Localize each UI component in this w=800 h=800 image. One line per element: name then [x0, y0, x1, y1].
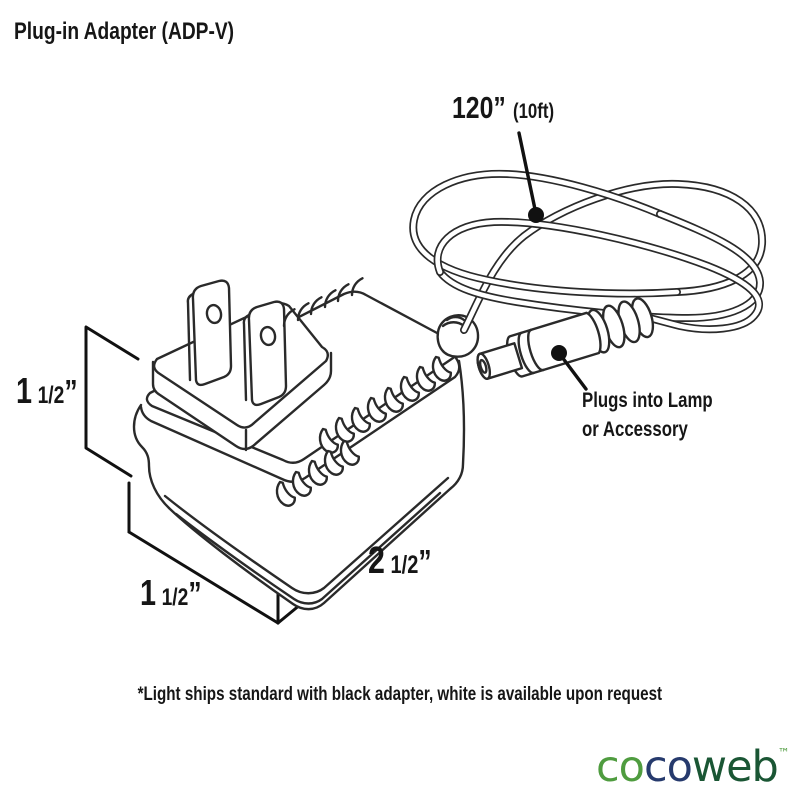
- logo-segment-3: web: [691, 742, 779, 792]
- prong-left-hole: [205, 303, 223, 325]
- plug-tip-hole: [478, 358, 488, 374]
- adapter-foot-seam-lower: [174, 491, 442, 605]
- plug-collar-ring-1: [517, 331, 536, 375]
- prong-right-hole: [259, 325, 277, 347]
- logo-cocoweb: cocoweb™: [596, 742, 790, 792]
- plug-prongs: [186, 279, 288, 407]
- prong-right-edge-face: [242, 313, 251, 402]
- prong-left-edge-face: [186, 292, 195, 382]
- prong-left: [191, 279, 233, 387]
- logo-segment-1: co: [596, 742, 645, 792]
- height-dimension-bracket: [84, 325, 140, 478]
- callout-leaders: [517, 131, 588, 391]
- depth-dimension-line: [127, 530, 280, 625]
- cable-length-alt: (10ft): [512, 100, 555, 123]
- page-title: Plug-in Adapter (ADP-V): [14, 18, 235, 45]
- cable-length-value: 120”: [452, 90, 506, 125]
- cable-coil: [409, 169, 767, 334]
- dc-plug: [476, 297, 655, 380]
- plug-note-label: Plugs into Lamp or Accessory: [582, 386, 745, 444]
- plug-note-line1: Plugs into Lamp: [582, 389, 713, 412]
- cable-length-leader-dot: [528, 207, 544, 223]
- adapter-foot-seam-upper: [163, 476, 450, 595]
- cable-length-label: 120” (10ft): [452, 90, 580, 126]
- plug-collar-ring-2: [527, 328, 545, 372]
- logo-trademark: ™: [777, 746, 790, 760]
- prong-right: [247, 300, 288, 407]
- footnote: *Light ships standard with black adapter…: [137, 684, 663, 705]
- logo-segment-2: co: [643, 742, 693, 792]
- strain-relief-rib-1: [445, 315, 466, 322]
- cable-length-leader-line: [517, 131, 538, 216]
- plug-note-leader-dot: [551, 345, 567, 361]
- plug-note-line2: or Accessory: [582, 418, 688, 441]
